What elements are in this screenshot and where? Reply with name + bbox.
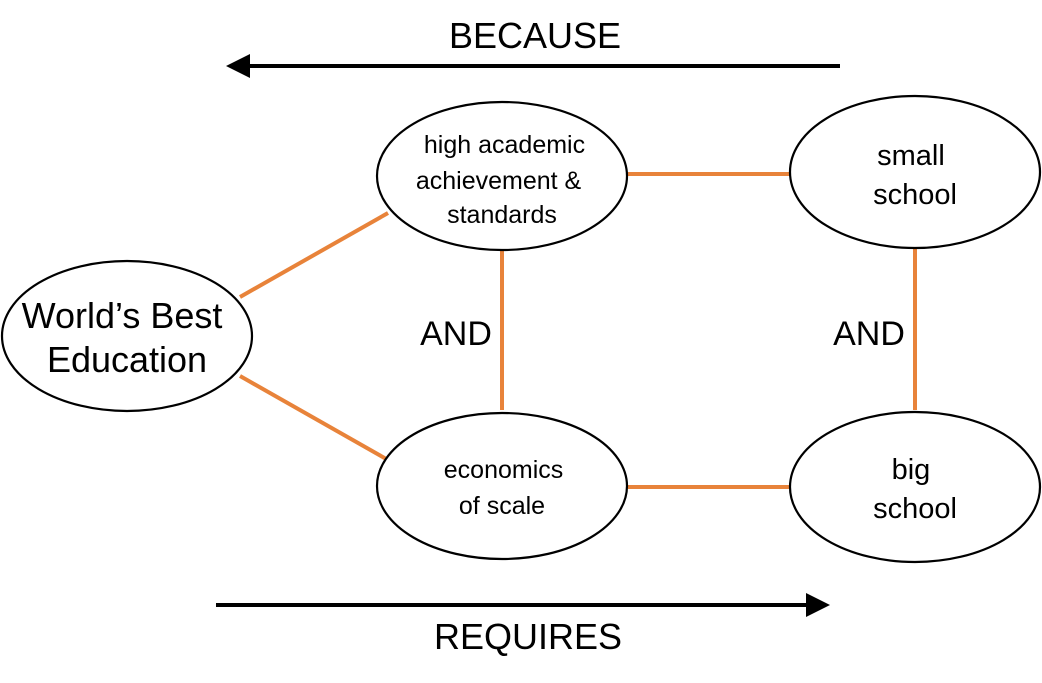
connector-worlds-best-to-economics <box>239 374 389 462</box>
node-high-academic-label: high academic achievement & standards <box>416 131 592 229</box>
node-high-academic <box>375 100 629 252</box>
node-small-school-line-2: school <box>873 179 957 211</box>
node-worlds-best-label: World’s Best Education <box>22 295 233 380</box>
node-big-school-line-1: big <box>892 454 931 486</box>
because-label: BECAUSE <box>449 15 621 56</box>
node-economics-line-2: of scale <box>459 492 545 520</box>
connector-worlds-best-to-high-academic <box>239 211 389 299</box>
node-high-academic-line-2: achievement & <box>416 167 582 195</box>
node-small-school-line-1: small <box>877 140 945 172</box>
node-worlds-best-line-2: Education <box>47 339 207 380</box>
requires-label: REQUIRES <box>434 616 622 657</box>
node-big-school-line-2: school <box>873 493 957 525</box>
node-economics-label: economics of scale <box>444 456 570 520</box>
and-label-right: AND <box>833 315 905 353</box>
node-economics-line-1: economics <box>444 456 564 484</box>
node-high-academic-line-3: standards <box>447 201 557 229</box>
and-label-left: AND <box>420 315 492 353</box>
node-high-academic-line-1: high academic <box>424 131 585 159</box>
node-small-school <box>788 94 1042 250</box>
node-small-school-label: small school <box>873 140 957 211</box>
node-big-school <box>788 410 1042 564</box>
node-worlds-best-education <box>0 259 254 413</box>
node-big-school-label: big school <box>873 454 957 525</box>
node-economics-of-scale <box>375 411 629 561</box>
node-worlds-best-line-1: World’s Best <box>22 295 223 336</box>
